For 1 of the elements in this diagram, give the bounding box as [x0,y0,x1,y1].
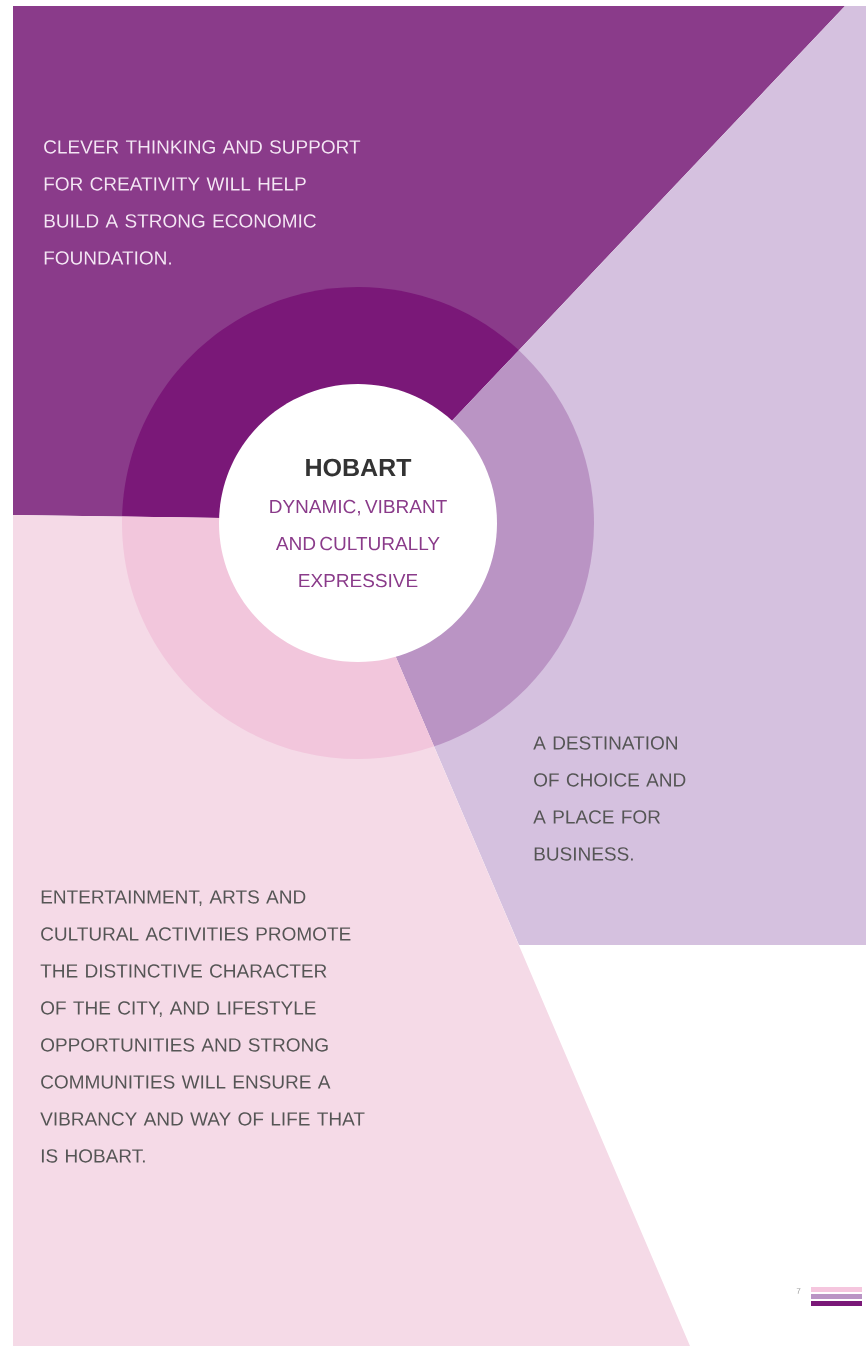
page-number: 7 [796,1288,801,1294]
